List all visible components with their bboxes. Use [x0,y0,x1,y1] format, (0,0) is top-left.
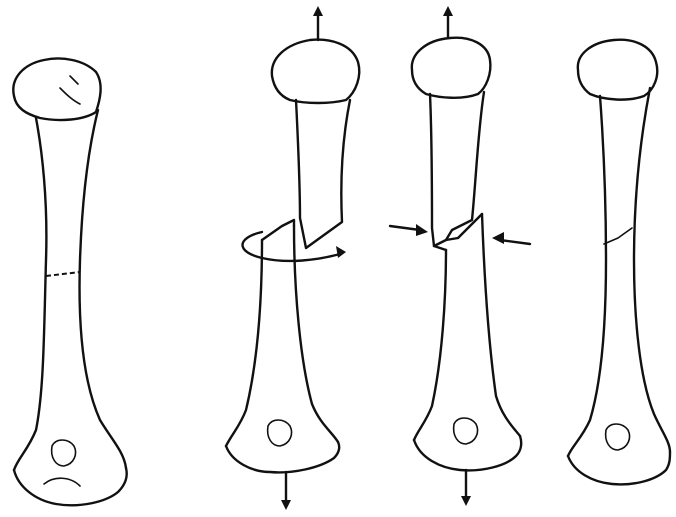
bone-distracted-upper-shaft [296,100,350,248]
bone-compressed-fossa [454,418,478,444]
bone-healed-fossa [606,424,630,450]
bone-intact-trochlea [44,478,80,486]
fracture-line-intact [46,272,80,276]
bone-intact-fossa [52,440,76,466]
bone-compressed-fracture [434,214,482,250]
bone-distracted-condyle [226,442,339,472]
compression-arrow-left [390,226,420,230]
traction-arrowhead-down [281,500,291,510]
traction-arrowhead-up [313,6,323,16]
axial-arrowhead-up [443,6,453,16]
bone-compressed-head [412,38,491,98]
bone-distracted-head [272,40,359,103]
bone-healed-shaft-right [634,88,670,452]
bone-healed-shaft-left [568,96,606,456]
compression-arrow-right [500,240,530,244]
bone-intact [13,59,126,506]
bone-distracted [226,6,359,510]
bone-intact-head [13,59,100,121]
bone-distracted-fracture-end [262,220,294,240]
fracture-line-healed [604,228,632,244]
bone-intact-shaft-right [80,110,126,468]
bone-distracted-fossa [268,420,292,446]
bone-intact-shaft-left [14,118,46,470]
compression-arrowhead-left [416,224,428,236]
rotation-arrowhead [336,246,346,258]
axial-arrowhead-down [461,496,471,506]
rotation-arrow [243,232,341,261]
bone-healed-head [578,40,657,100]
bone-compressed-condyle [414,436,521,470]
compression-arrowhead-right [492,232,504,244]
bone-intact-condyle [14,468,127,505]
bone-compressed [390,6,530,506]
bone-compressed-lower-shaft [414,214,520,440]
bone-healed [568,40,670,485]
bone-healed-condyle [568,452,670,484]
bone-compressed-upper-shaft [430,92,484,246]
